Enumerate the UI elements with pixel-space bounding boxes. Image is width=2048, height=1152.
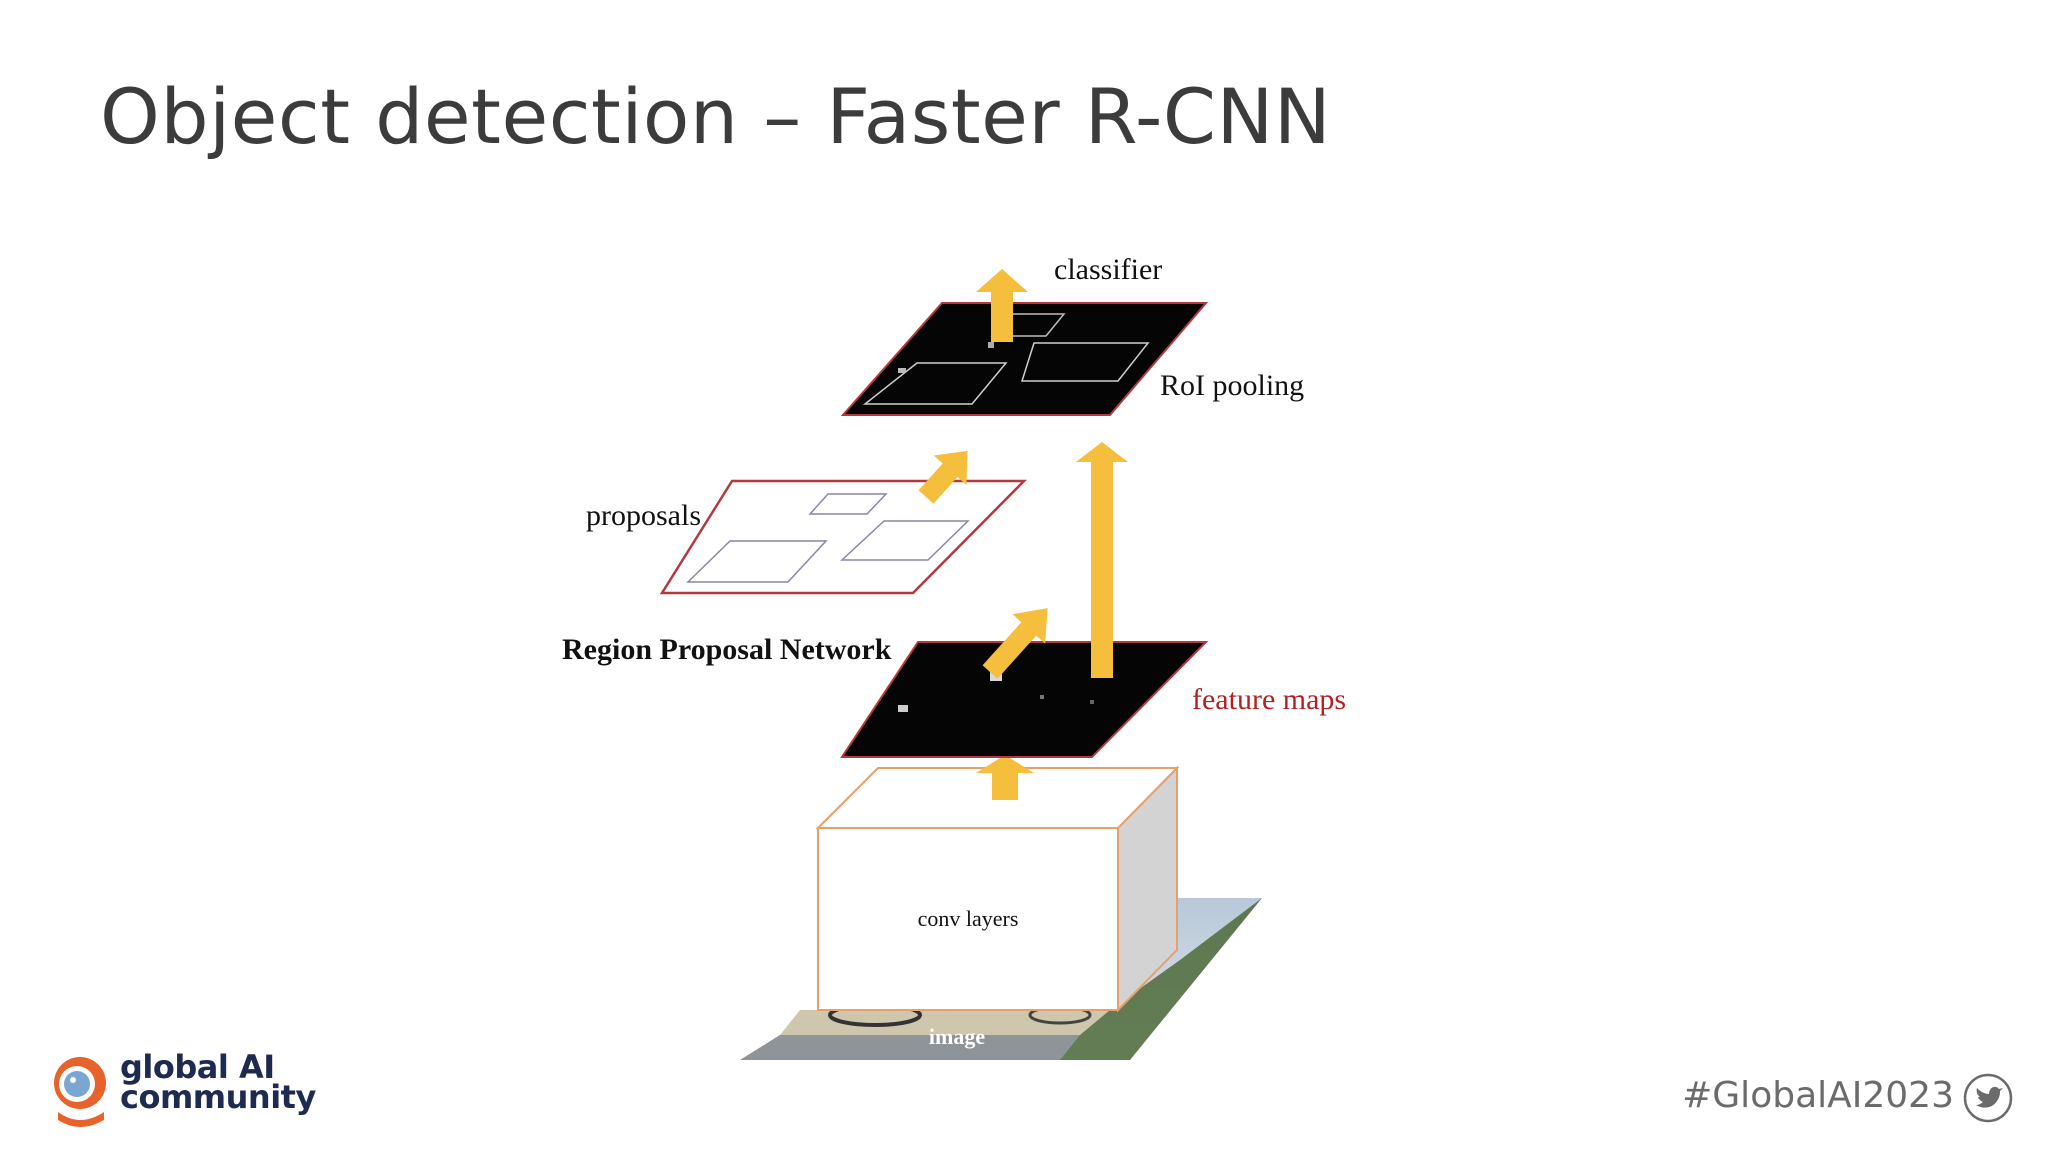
conv-layers-box (815, 765, 1180, 1013)
brand-line-1: global AI (120, 1048, 275, 1086)
hashtag-label: #GlobalAI2023 (1682, 1075, 1954, 1116)
brand-line-2: community (120, 1078, 316, 1116)
arrow-features-to-roi (1076, 442, 1128, 678)
global-ai-community-logo: global AI community (50, 1050, 350, 1130)
classifier-label: classifier (1054, 253, 1162, 286)
feature-maps-label: feature maps (1192, 683, 1346, 716)
page-title: Object detection – Faster R-CNN (100, 72, 1332, 161)
conv-layers-label: conv layers (918, 906, 1019, 931)
arrow-conv-to-features (976, 755, 1034, 800)
feature-maps-plane (840, 641, 1209, 758)
proposals-label: proposals (586, 499, 701, 532)
global-ai-logo-icon (54, 1057, 106, 1127)
twitter-bird-icon[interactable] (1962, 1072, 2014, 1124)
roi-pooling-label: RoI pooling (1160, 369, 1304, 402)
arrow-roi-to-classifier (976, 269, 1028, 342)
arrow-proposals-to-roi (918, 450, 968, 504)
image-label: image (929, 1024, 985, 1049)
proposals-plane (659, 479, 1027, 595)
arrow-features-to-proposals (982, 608, 1048, 679)
rpn-label: Region Proposal Network (562, 633, 892, 666)
roi-pooling-plane (840, 302, 1209, 416)
